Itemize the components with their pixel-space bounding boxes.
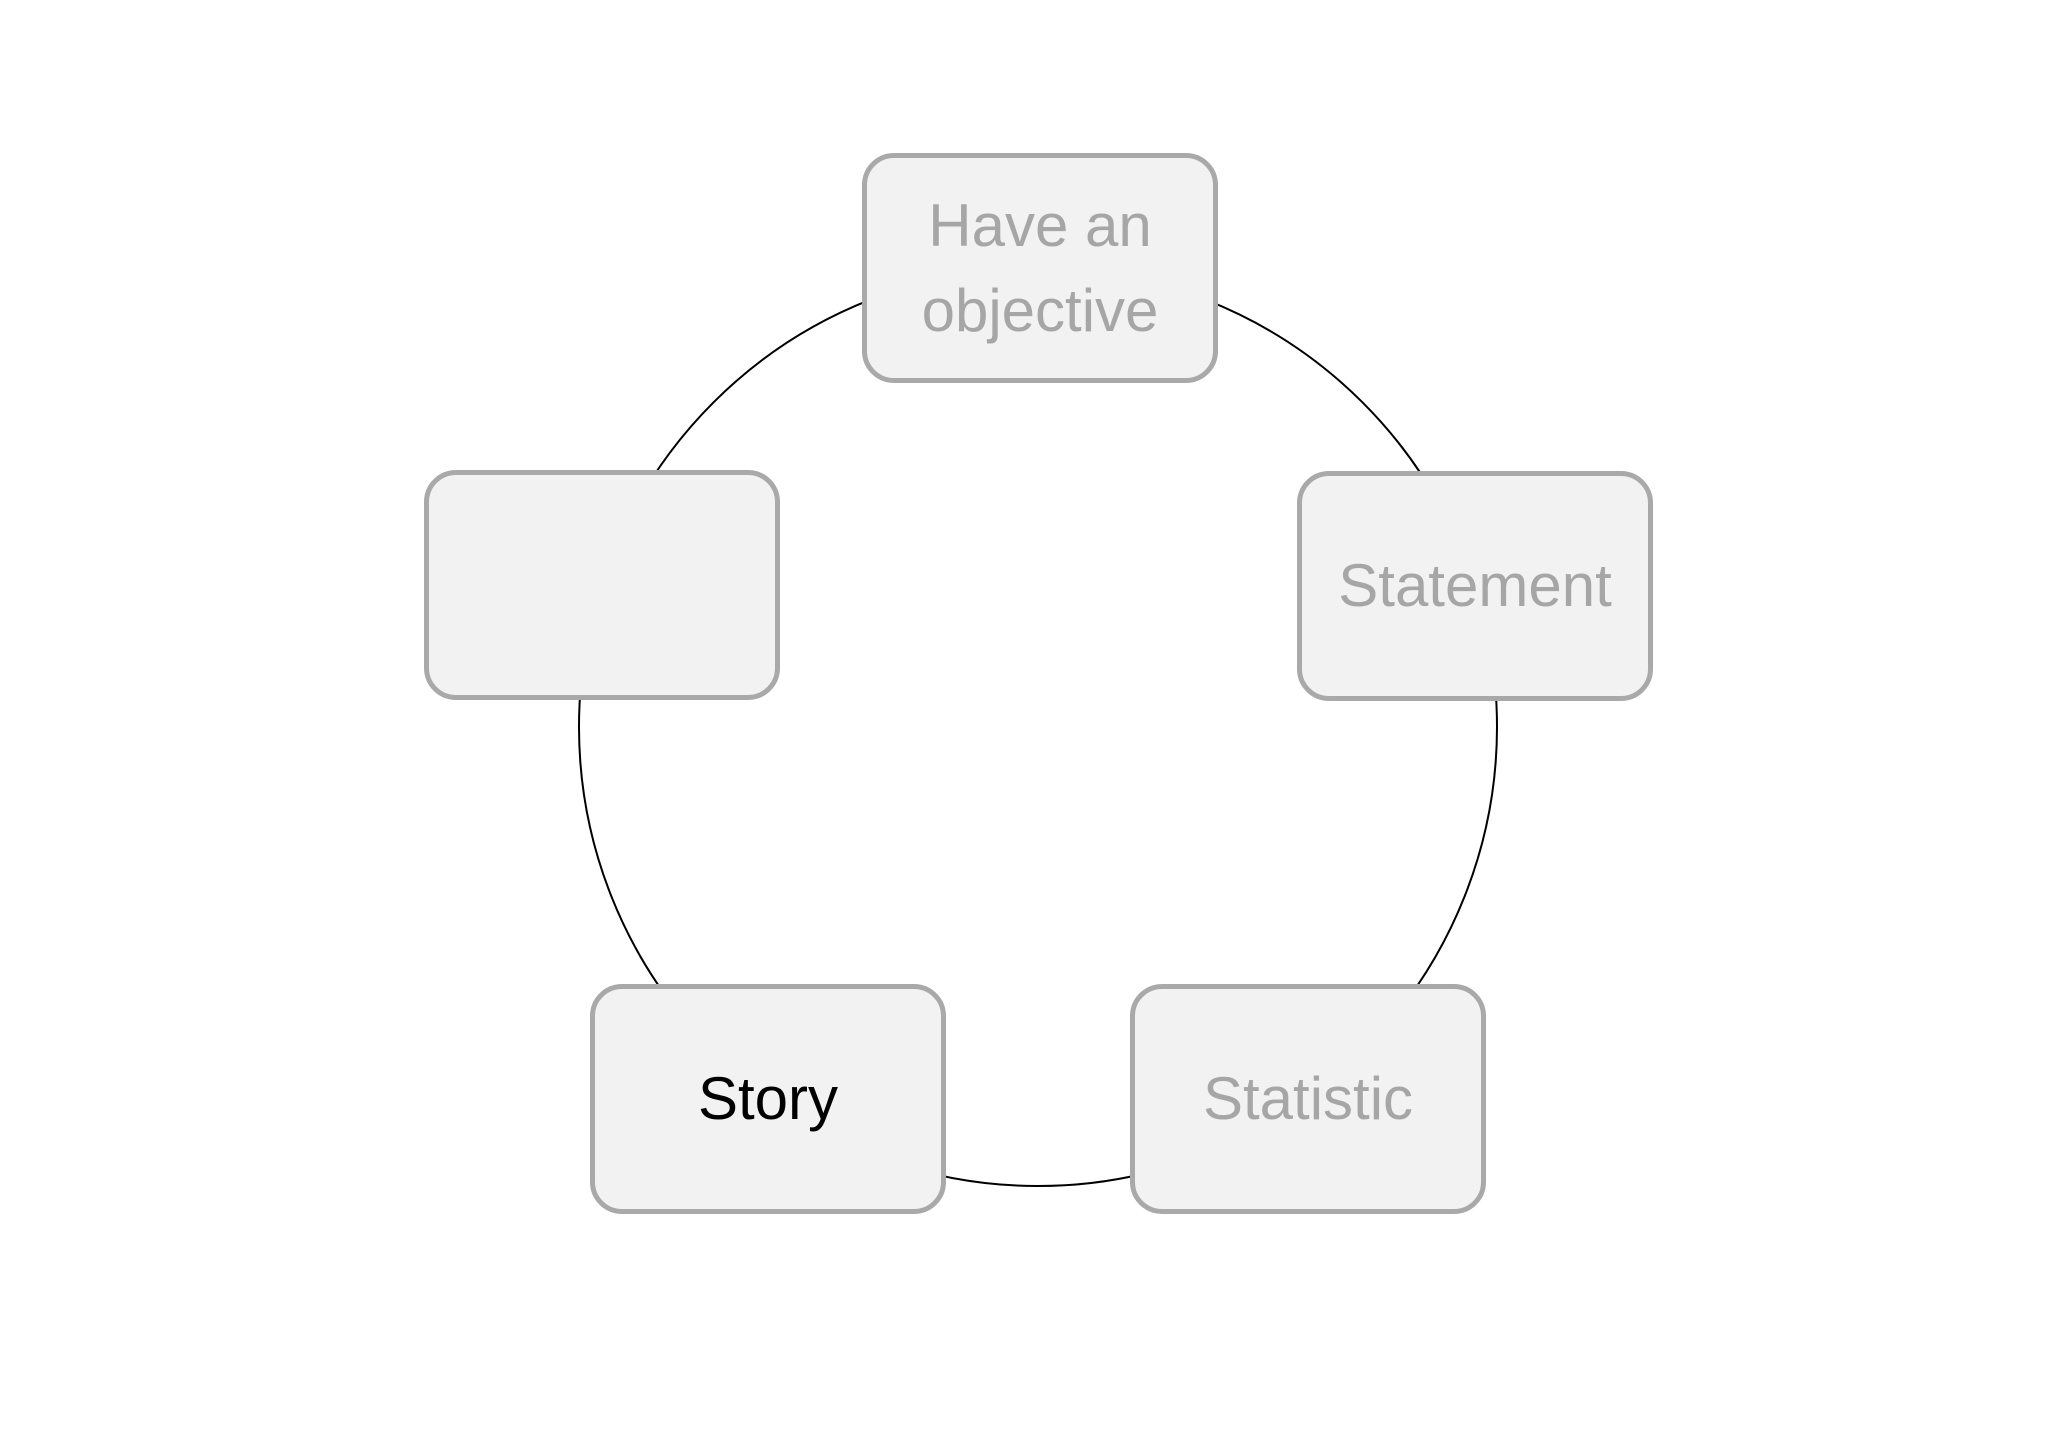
node-have-an-objective-label: Have an objective xyxy=(921,191,1159,344)
node-statement-label: Statement xyxy=(1338,552,1612,620)
node-empty xyxy=(424,470,780,700)
node-story-label: Story xyxy=(697,1065,839,1133)
node-story: Story xyxy=(590,984,946,1214)
node-have-an-objective: Have an objective xyxy=(862,153,1218,383)
node-statistic-label: Statistic xyxy=(1202,1065,1414,1133)
node-statement: Statement xyxy=(1297,471,1653,701)
node-statistic: Statistic xyxy=(1130,984,1486,1214)
